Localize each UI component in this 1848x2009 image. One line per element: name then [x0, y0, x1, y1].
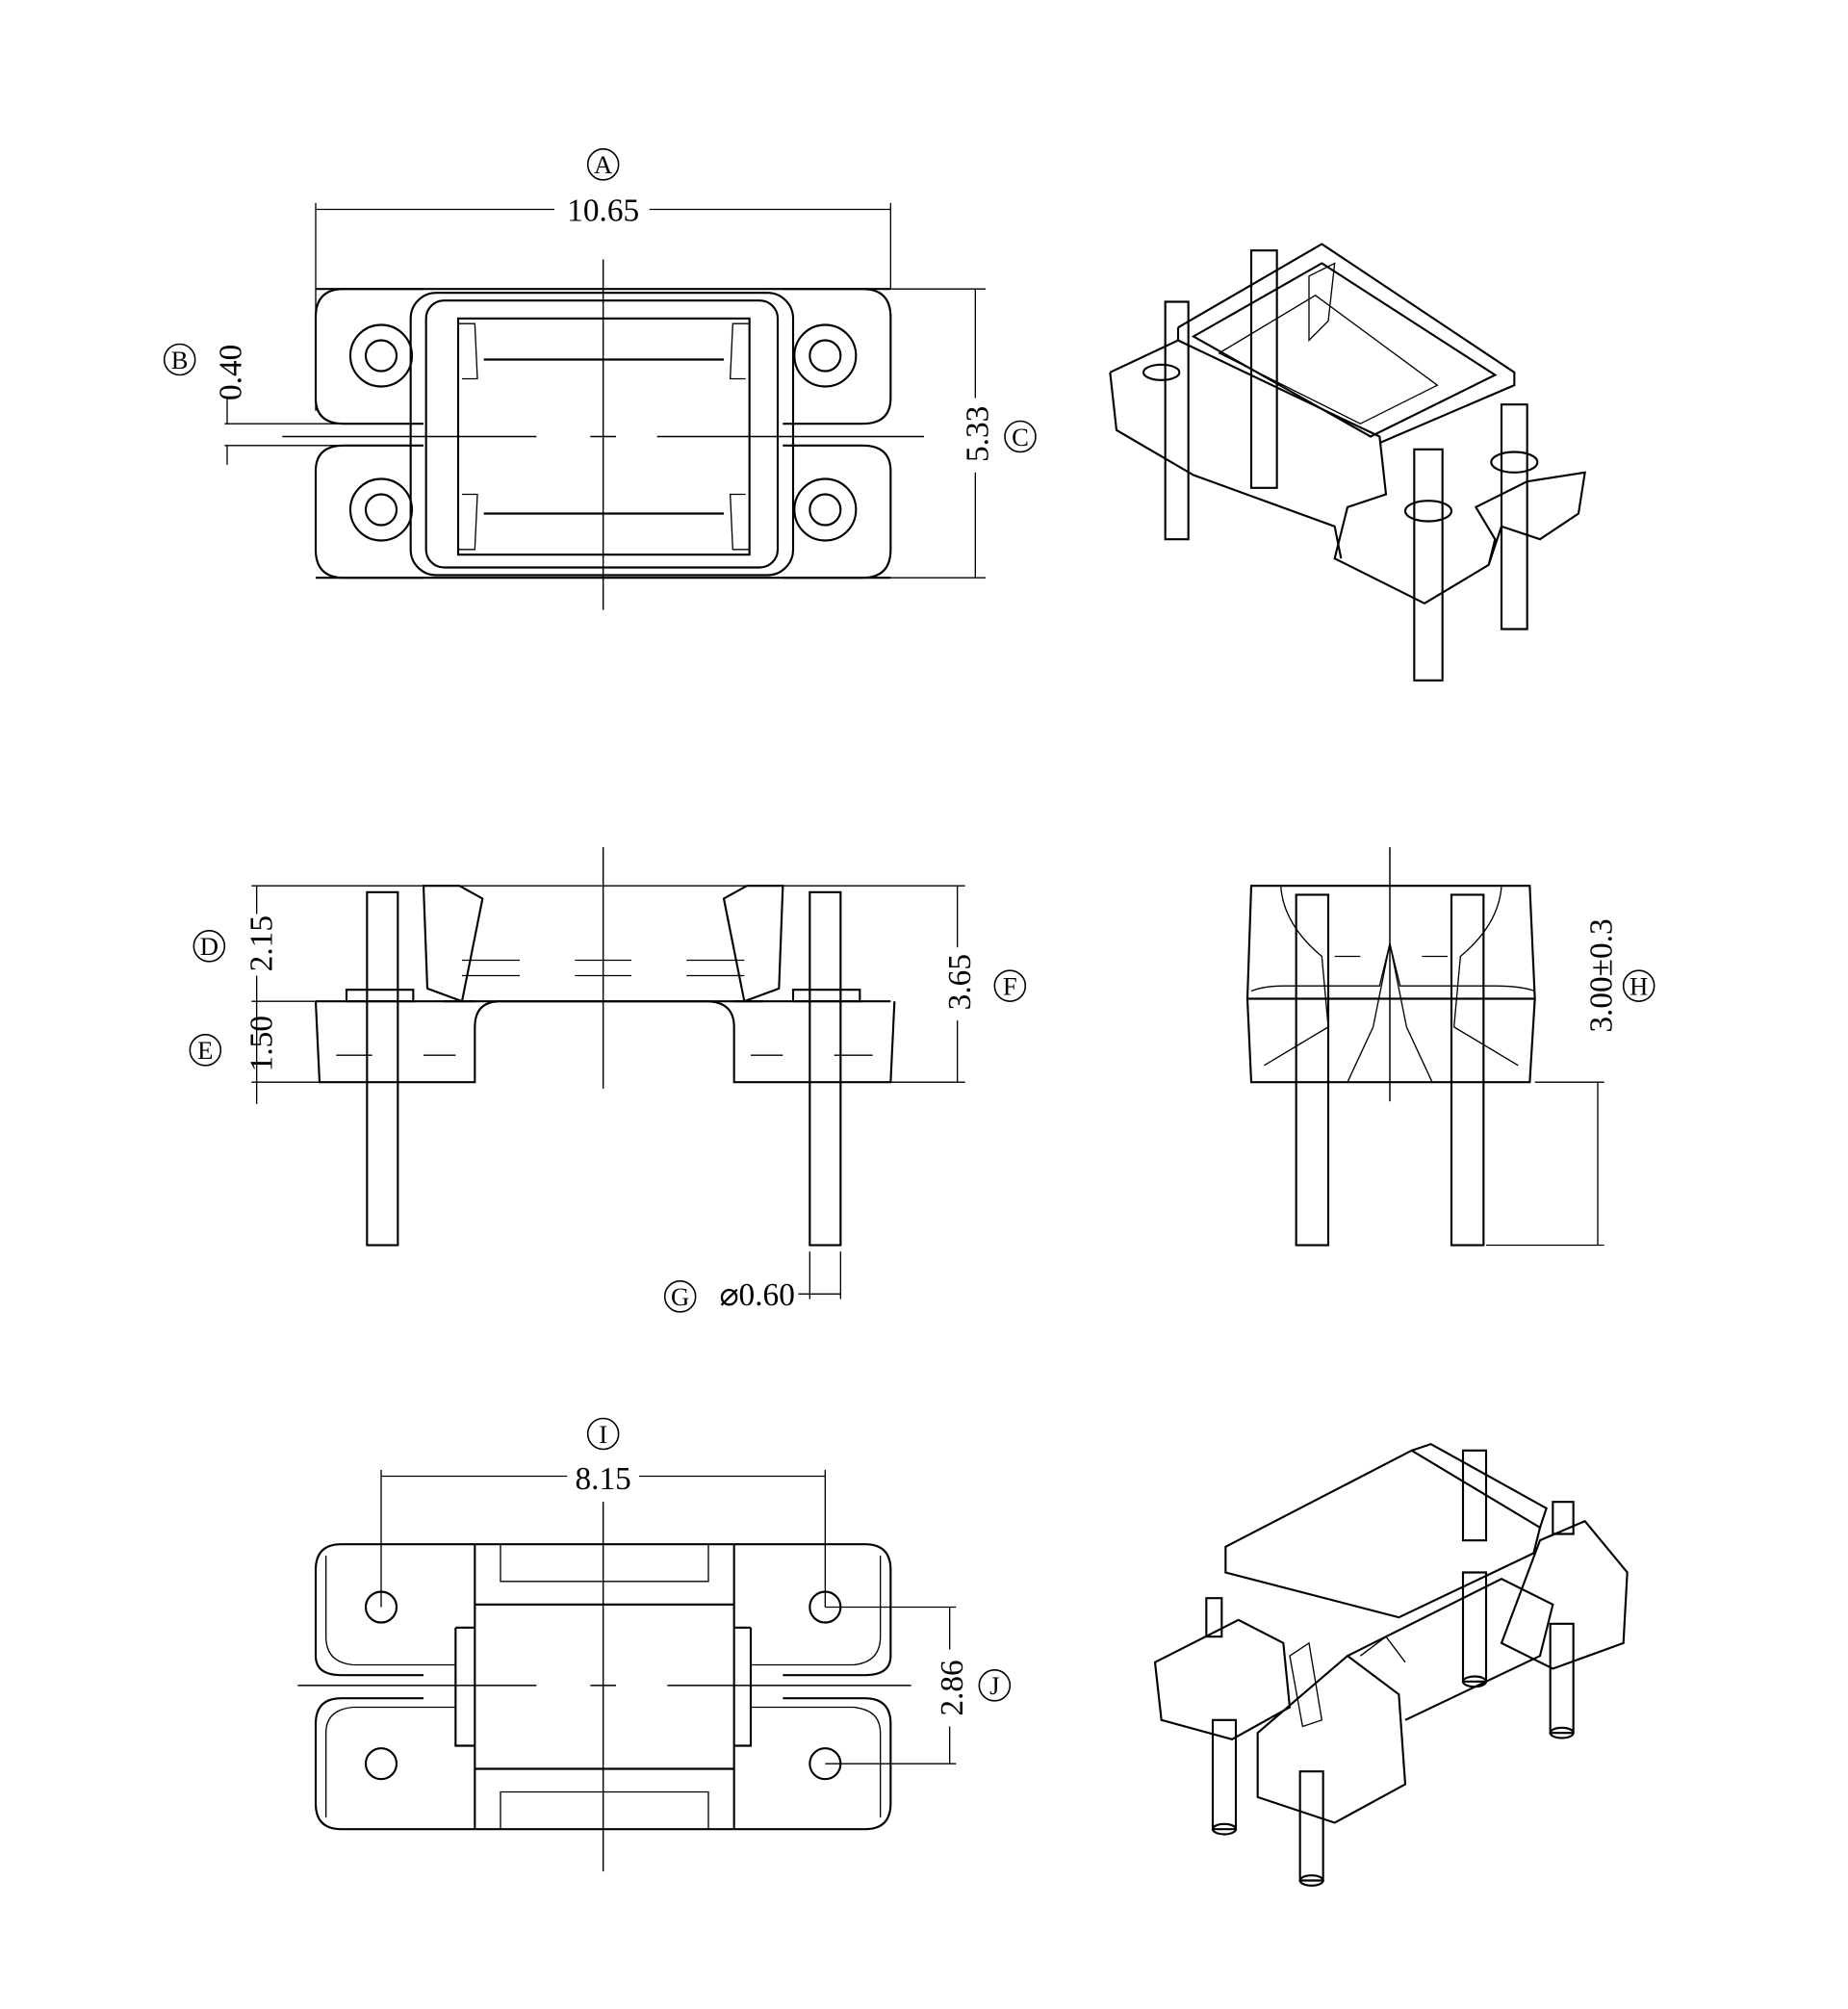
- svg-text:J: J: [989, 1671, 999, 1700]
- dimension-e-value: 1.50: [244, 1016, 280, 1071]
- svg-text:B: B: [171, 346, 189, 374]
- callout-e: E: [189, 1034, 222, 1067]
- top-view: 10.65 A 5.33 C 0.40 B: [163, 148, 1037, 610]
- svg-text:E: E: [197, 1036, 213, 1065]
- callout-h: H: [1622, 969, 1656, 1002]
- svg-text:A: A: [594, 150, 613, 179]
- pin-hole: [364, 1747, 398, 1781]
- dimension-h-value: 3.00±0.3: [1584, 918, 1620, 1032]
- svg-text:G: G: [671, 1282, 689, 1311]
- mounting-hole: [348, 477, 414, 542]
- pin: [1295, 893, 1330, 1247]
- dimension-d-value: 2.15: [244, 915, 280, 971]
- dimension-a-value: 10.65: [567, 193, 639, 229]
- pin: [808, 890, 842, 1247]
- callout-f: F: [993, 969, 1027, 1002]
- dimension-i-value: 8.15: [576, 1461, 631, 1497]
- svg-text:I: I: [599, 1420, 607, 1449]
- callout-c: C: [1004, 420, 1037, 453]
- dimension-b-value: 0.40: [214, 345, 249, 400]
- svg-text:C: C: [1012, 423, 1029, 451]
- dimension-j-value: 2.86: [935, 1660, 970, 1715]
- dimension-f-value: 3.65: [942, 954, 978, 1010]
- isometric-bottom-view: [1153, 1443, 1629, 1887]
- mounting-hole: [793, 323, 858, 388]
- callout-d: D: [192, 930, 226, 963]
- side-view: 3.00±0.3 H: [1245, 847, 1656, 1247]
- dimension-g-value: ⌀0.60: [719, 1277, 794, 1313]
- callout-i: I: [586, 1417, 620, 1451]
- isometric-top-view: [1109, 243, 1586, 682]
- front-view: 2.15 1.50 D E 3.65 F ⌀0.60 G: [189, 847, 1027, 1313]
- callout-j: J: [978, 1669, 1012, 1702]
- pin: [1450, 893, 1485, 1247]
- svg-text:D: D: [200, 932, 218, 961]
- dimension-c-value: 5.33: [961, 406, 996, 462]
- callout-g: G: [663, 1280, 697, 1313]
- mounting-hole: [793, 477, 858, 542]
- bottom-view: 8.15 I 2.86 J: [297, 1417, 1012, 1872]
- callout-a: A: [586, 148, 620, 181]
- mounting-hole: [348, 323, 414, 388]
- svg-text:H: H: [1630, 972, 1648, 1001]
- pin: [366, 890, 399, 1247]
- callout-b: B: [163, 343, 196, 376]
- svg-text:F: F: [1003, 972, 1017, 1001]
